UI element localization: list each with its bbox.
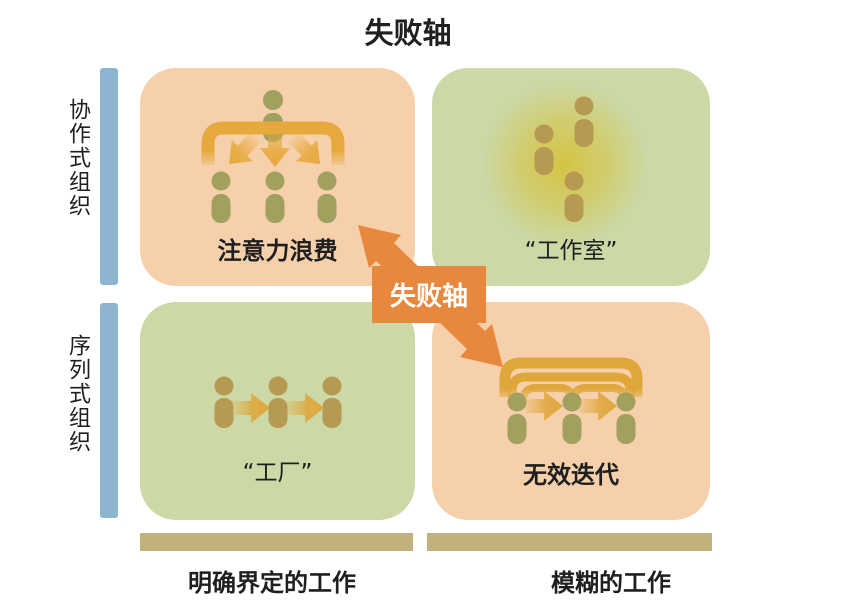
quadrant-studio: “工作室”: [432, 68, 710, 286]
column-label-defined-work: 明确界定的工作: [188, 569, 356, 597]
quadrant-factory: “工厂”: [140, 302, 415, 520]
row-label-collaborative: 协作式组织: [65, 98, 90, 218]
row-label-sequential: 序列式组织: [65, 334, 90, 454]
failure-axis-label: 失败轴: [372, 266, 486, 323]
cluster-glow-icon: [482, 82, 646, 246]
row-axis-bar-top: [100, 68, 118, 285]
column-label-ambiguous-work: 模糊的工作: [551, 569, 671, 597]
quadrant-label-factory: “工厂”: [242, 460, 313, 486]
row-axis-bar-bottom: [100, 303, 118, 518]
sequence-flow-icon: [214, 376, 342, 428]
quadrant-ineffective-iteration: 无效迭代: [432, 302, 710, 520]
column-axis-bar-right: [427, 533, 712, 551]
quadrant-label-studio: “工作室”: [524, 238, 618, 264]
quadrant-label-attention-waste: 注意力浪费: [217, 237, 338, 265]
quadrant-label-ineffective-iteration: 无效迭代: [523, 461, 619, 489]
diagram-title: 失败轴: [364, 16, 452, 50]
loop-iteration-icon: [499, 357, 643, 444]
quadrant-attention-waste: 注意力浪费: [140, 68, 415, 286]
broadcast-hierarchy-icon: [201, 90, 345, 223]
column-axis-bar-left: [140, 533, 413, 551]
